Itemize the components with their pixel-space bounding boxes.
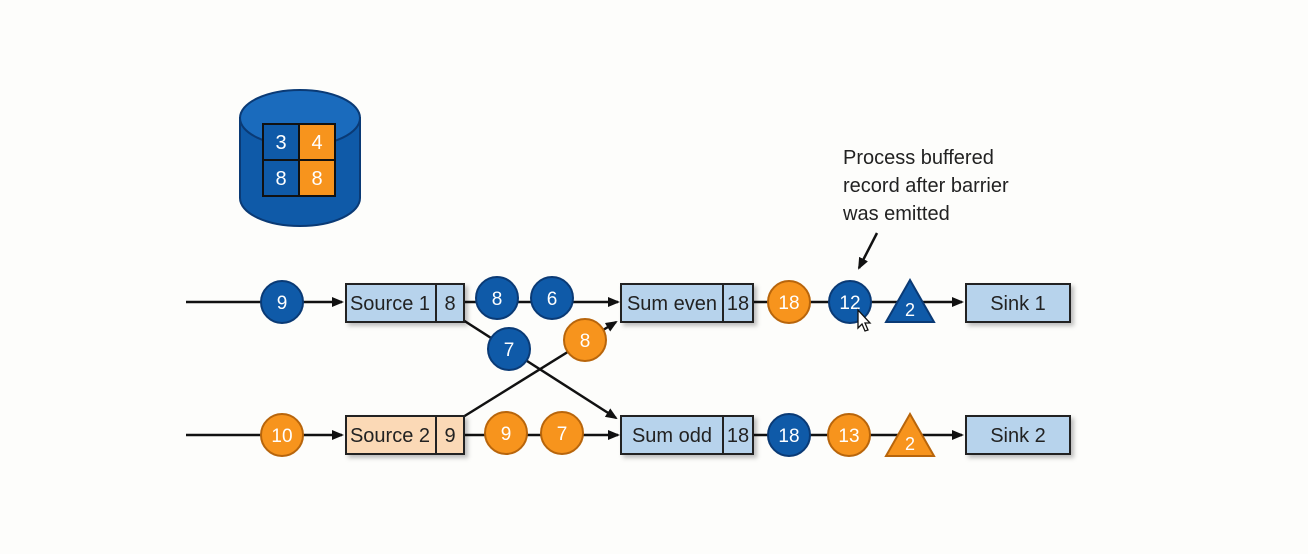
sum-even-label: Sum even (627, 293, 717, 315)
operator-source2 (345, 415, 465, 455)
mouse-cursor-icon (857, 308, 872, 332)
annotation-line-1: Process buffered (843, 147, 994, 169)
record-src1-out-b: 6 (530, 276, 574, 320)
source1-label: Source 1 (350, 293, 430, 315)
operator-sink2 (965, 415, 1071, 455)
record-cross-to-odd-circle (487, 327, 531, 371)
record-cross-to-even-label: 8 (580, 331, 591, 352)
sum-odd-state-value: 18 (727, 425, 749, 447)
barrier-bottom: 2 (884, 411, 936, 457)
record-input1-label: 9 (277, 293, 288, 314)
source2-box (345, 415, 465, 455)
barrier-top: 2 (884, 277, 936, 323)
record-odd-out-a-label: 18 (778, 426, 799, 447)
source1-state-value: 8 (444, 293, 455, 315)
sink2-box (965, 415, 1071, 455)
operator-sum-odd (620, 415, 754, 455)
operator-source1 (345, 283, 465, 323)
barrier-top-triangle (884, 277, 936, 323)
record-input1-circle (260, 280, 304, 324)
record-src1-out-a-circle (475, 276, 519, 320)
record-src2-out-a-label: 9 (501, 424, 512, 445)
sum-even-state-value: 18 (727, 293, 749, 315)
state-cell-4 (298, 159, 336, 197)
record-cross-to-even-circle (563, 318, 607, 362)
barrier-top-label: 2 (905, 300, 915, 320)
record-odd-out-b: 13 (827, 413, 871, 457)
sink1-box (965, 283, 1071, 323)
record-src2-out-b-circle (540, 411, 584, 455)
record-odd-out-b-circle (827, 413, 871, 457)
operator-sum-even (620, 283, 754, 323)
record-odd-out-b-label: 13 (838, 426, 859, 447)
record-src1-out-a: 8 (475, 276, 519, 320)
state-cell-1-label: 3 (275, 132, 286, 154)
sink1-label: Sink 1 (990, 293, 1046, 315)
state-grid: 3 4 8 8 (262, 123, 336, 197)
state-cell-2-label: 4 (311, 132, 322, 154)
record-input2: 10 (260, 413, 304, 457)
record-src1-out-a-label: 8 (492, 289, 503, 310)
record-input2-circle (260, 413, 304, 457)
annotation-line-2: record after barrier (843, 175, 1009, 197)
record-src1-out-b-circle (530, 276, 574, 320)
annotation-line-3: was emitted (842, 203, 950, 225)
state-cell-3-label: 8 (275, 168, 286, 190)
record-even-out-a-circle (767, 280, 811, 324)
record-src2-out-a-circle (484, 411, 528, 455)
record-input2-label: 10 (271, 426, 292, 447)
sum-odd-label: Sum odd (632, 425, 712, 447)
sum-even-box (620, 283, 754, 323)
annotation-pointer-arrow (857, 232, 879, 270)
state-cell-4-label: 8 (311, 168, 322, 190)
record-even-out-a-label: 18 (778, 293, 799, 314)
record-cross-to-odd: 7 (487, 327, 531, 371)
source1-box (345, 283, 465, 323)
record-odd-out-a-circle (767, 413, 811, 457)
source2-state-value: 9 (444, 425, 455, 447)
annotation: Process buffered record after barrier wa… (842, 147, 1009, 225)
sink2-label: Sink 2 (990, 425, 1046, 447)
source2-label: Source 2 (350, 425, 430, 447)
record-src2-out-a: 9 (484, 411, 528, 455)
record-cross-to-odd-label: 7 (504, 340, 515, 361)
record-even-out-a: 18 (767, 280, 811, 324)
record-input1: 9 (260, 280, 304, 324)
record-src1-out-b-label: 6 (547, 289, 558, 310)
record-odd-out-a: 18 (767, 413, 811, 457)
barrier-bottom-triangle (884, 411, 936, 457)
state-cell-3 (262, 159, 300, 197)
sum-odd-box (620, 415, 754, 455)
record-cross-to-even: 8 (563, 318, 607, 362)
record-src2-out-b-label: 7 (557, 424, 568, 445)
record-even-out-b-label: 12 (839, 293, 860, 314)
state-backend: 3 4 8 8 (239, 89, 361, 227)
record-src2-out-b: 7 (540, 411, 584, 455)
operator-sink1 (965, 283, 1071, 323)
barrier-bottom-label: 2 (905, 434, 915, 454)
